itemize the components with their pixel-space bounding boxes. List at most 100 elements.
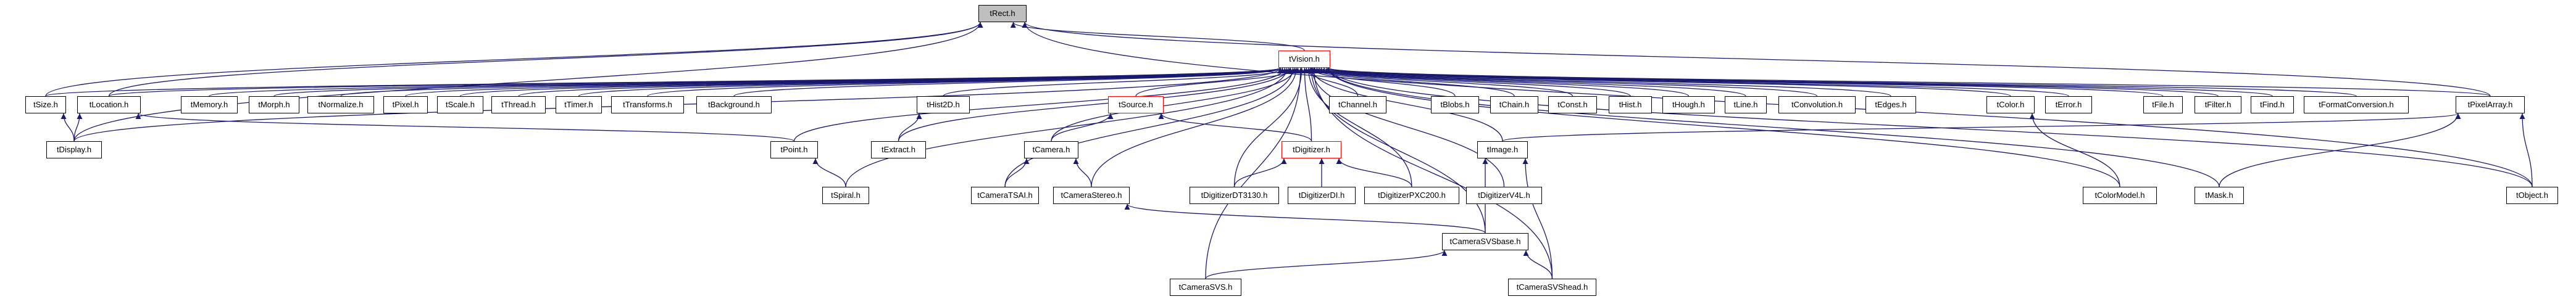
node-tfind[interactable]: tFind.h <box>2251 96 2294 113</box>
edge-tdigitizerdt3130-to-tvision <box>1233 67 1305 187</box>
edge-tcameratsai-to-tcamera <box>1004 158 1030 187</box>
node-tconvolution[interactable]: tConvolution.h <box>1778 96 1856 113</box>
node-tconst[interactable]: tConst.h <box>1548 96 1597 113</box>
node-tbackground[interactable]: tBackground.h <box>696 96 772 113</box>
edge-tmask-to-tvision <box>1325 67 2220 187</box>
node-tmemory[interactable]: tMemory.h <box>181 96 238 113</box>
edge-thist-to-tvision <box>1314 67 1631 97</box>
node-tdigitizerdi[interactable]: tDigitizerDI.h <box>1288 187 1356 204</box>
node-timage[interactable]: tImage.h <box>1477 141 1528 158</box>
node-tmorph[interactable]: tMorph.h <box>249 96 299 113</box>
edge-tcamerasvsbase-to-tcamerastereo <box>1124 203 1486 234</box>
edge-tnormalize-to-tvision <box>340 67 1283 97</box>
edge-tedges-to-tvision <box>1324 67 1891 97</box>
node-though[interactable]: tHough.h <box>1662 96 1715 113</box>
edge-tcolormodel-to-tvision <box>1325 67 2120 187</box>
node-ttimer[interactable]: tTimer.h <box>556 96 602 113</box>
node-tfile[interactable]: tFile.h <box>2143 96 2183 113</box>
node-trect[interactable]: tRect.h <box>978 5 1027 22</box>
edge-tdisplay-to-trect <box>73 22 983 142</box>
edge-tdigitizer-to-tsource <box>1158 113 1312 142</box>
edge-tcolormodel-to-tcolor <box>2029 113 2120 187</box>
node-tchannel[interactable]: tChannel.h <box>1329 96 1386 113</box>
edge-tpoint-to-tlocation <box>135 113 795 142</box>
node-tvision[interactable]: tVision.h <box>1278 51 1330 68</box>
node-tcameratsai[interactable]: tCameraTSAI.h <box>971 187 1039 204</box>
edge-tdigitizerpxc200-to-tdigitizer <box>1336 158 1412 187</box>
node-tlocation[interactable]: tLocation.h <box>77 96 141 113</box>
node-tsource[interactable]: tSource.h <box>1108 96 1164 113</box>
edge-tspiral-to-tvision <box>845 67 1290 187</box>
edge-tvision-to-trect <box>1011 22 1305 51</box>
edge-tdigitizerpxc200-to-tvision <box>1306 67 1412 187</box>
node-tcamerasvs[interactable]: tCameraSVS.h <box>1170 279 1241 296</box>
edge-though-to-tvision <box>1316 67 1690 97</box>
edge-timage-to-tvision <box>1309 67 1503 142</box>
node-tpixel[interactable]: tPixel.h <box>383 96 428 113</box>
node-tdigitizerdt3130[interactable]: tDigitizerDT3130.h <box>1190 187 1279 204</box>
edge-tpixel-to-tvision <box>405 67 1283 97</box>
node-tcolormodel[interactable]: tColorModel.h <box>2083 187 2157 204</box>
edge-textract-to-tvision <box>898 67 1292 142</box>
node-tline[interactable]: tLine.h <box>1725 96 1767 113</box>
edge-tcamerastereo-to-tcamera <box>1073 158 1092 187</box>
node-tpixelarray[interactable]: tPixelArray.h <box>2456 96 2525 113</box>
edge-tpixelarray-to-trect <box>1022 22 2491 97</box>
node-tchain[interactable]: tChain.h <box>1490 96 1538 113</box>
edge-tmask-to-tpixelarray <box>2219 113 2461 187</box>
edge-tcamerastereo-to-tvision <box>1091 67 1299 187</box>
edge-tscale-to-tvision <box>459 67 1283 97</box>
node-tthread[interactable]: tThread.h <box>491 96 546 113</box>
edge-tdisplay-to-tlocation <box>73 113 83 142</box>
node-tmask[interactable]: tMask.h <box>2195 187 2244 204</box>
edge-tobject-to-tpixelarray <box>2519 113 2533 187</box>
node-tsize[interactable]: tSize.h <box>25 96 66 113</box>
edge-tconvolution-to-tvision <box>1321 67 1818 97</box>
node-tpoint[interactable]: tPoint.h <box>770 141 818 158</box>
edge-ttransforms-to-tvision <box>647 67 1283 97</box>
node-terror[interactable]: tError.h <box>2045 96 2092 113</box>
edge-tpoint-to-tvision <box>793 67 1288 142</box>
node-tfilter[interactable]: tFilter.h <box>2195 96 2241 113</box>
node-tcamerasvsbase[interactable]: tCameraSVSbase.h <box>1442 233 1528 250</box>
edge-tcamerasvshead-to-tcamerasvsbase <box>1523 250 1553 279</box>
edge-tcamerasvs-to-tvision <box>1205 67 1304 279</box>
node-tdisplay[interactable]: tDisplay.h <box>46 141 102 158</box>
edge-tsize-to-trect <box>45 22 983 97</box>
edge-textract-to-thist2d <box>898 113 922 142</box>
edge-tspiral-to-tpoint <box>812 158 846 187</box>
edge-tcamerasvs-to-tcamerasvsbase <box>1205 250 1448 279</box>
node-tobject[interactable]: tObject.h <box>2506 187 2558 204</box>
node-tcolor[interactable]: tColor.h <box>1986 96 2035 113</box>
edge-tline-to-tvision <box>1319 67 1746 97</box>
edge-tlocation-to-trect <box>108 22 983 97</box>
edge-tcamerasvshead-to-tvision <box>1311 67 1553 279</box>
edge-tobject-to-tvision <box>1325 67 2533 187</box>
edge-tcamera-to-tsource <box>1051 113 1114 142</box>
node-textract[interactable]: tExtract.h <box>871 141 926 158</box>
edge-tdigitizerdt3130-to-tdigitizer <box>1233 158 1287 187</box>
edge-tdisplay-to-tsize <box>60 113 75 142</box>
node-tedges[interactable]: tEdges.h <box>1865 96 1916 113</box>
node-tdigitizerv4l[interactable]: tDigitizerV4L.h <box>1466 187 1542 204</box>
node-tscale[interactable]: tScale.h <box>437 96 483 113</box>
node-tblobs[interactable]: tBlobs.h <box>1431 96 1479 113</box>
node-tdigitizer[interactable]: tDigitizer.h <box>1282 141 1341 158</box>
node-thist[interactable]: tHist.h <box>1609 96 1652 113</box>
node-tcamera[interactable]: tCamera.h <box>1024 141 1078 158</box>
node-ttransforms[interactable]: tTransforms.h <box>611 96 684 113</box>
node-tspiral[interactable]: tSpiral.h <box>822 187 869 204</box>
node-tcamerastereo[interactable]: tCameraStereo.h <box>1053 187 1130 204</box>
edge-tcamerasvshead-to-timage <box>1522 158 1553 279</box>
edge-tmorph-to-tvision <box>273 67 1283 97</box>
edge-tdigitizer-to-tvision <box>1301 67 1312 142</box>
node-tformatconversion[interactable]: tFormatConversion.h <box>2304 96 2409 113</box>
node-tdigitizerpxc200[interactable]: tDigitizerPXC200.h <box>1364 187 1459 204</box>
node-thist2d[interactable]: tHist2D.h <box>917 96 970 113</box>
edge-tpixelarray-to-tvision <box>1326 67 2491 97</box>
node-tnormalize[interactable]: tNormalize.h <box>307 96 374 113</box>
edge-tfilter-to-tvision <box>1326 67 2219 97</box>
node-tcamerasvshead[interactable]: tCameraSVShead.h <box>1508 279 1596 296</box>
